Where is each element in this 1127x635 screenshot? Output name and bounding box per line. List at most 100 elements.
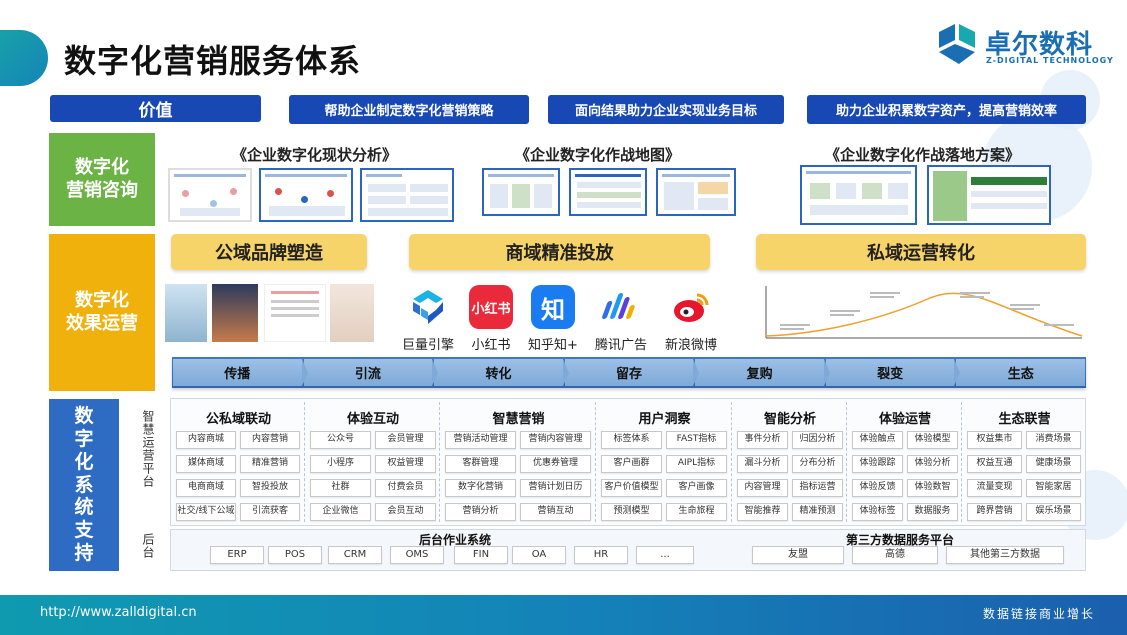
system-feature-cell: 归因分析: [792, 431, 843, 449]
third-party-title: 第三方数据服务平台: [845, 533, 954, 547]
system-feature-cell: 体验反馈: [852, 479, 903, 497]
system-feature-cell: 精准预测: [792, 503, 843, 521]
zall-logo-icon: [939, 24, 975, 64]
value-item: 帮助企业制定数字化营销策略: [289, 95, 529, 124]
column-divider: [846, 402, 847, 522]
system-feature-cell: 智能家居: [1026, 479, 1081, 497]
system-feature-cell: 权益集市: [967, 431, 1022, 449]
app-juliang: 巨量引擎: [400, 285, 456, 353]
stage-item: 留存: [564, 359, 699, 386]
tencent-ads-icon: [599, 285, 643, 329]
page-title: 数字化营销服务体系: [64, 42, 362, 80]
doc-thumbnail: [168, 168, 252, 222]
system-feature-cell: 权益管理: [375, 455, 436, 473]
system-feature-cell: 内容商城: [176, 431, 236, 449]
logo-text: 卓尔数科: [985, 30, 1094, 60]
system-column-title: 智慧营销: [492, 412, 545, 427]
system-feature-cell: 精准营销: [240, 455, 300, 473]
private-domain-button: 私域运营转化: [756, 234, 1086, 270]
column-divider: [595, 402, 596, 522]
system-feature-cell: 体验分析: [907, 455, 958, 473]
system-feature-cell: 媒体商域: [176, 455, 236, 473]
system-feature-cell: 权益互通: [967, 455, 1022, 473]
public-brand-button: 公域品牌塑造: [171, 234, 367, 270]
app-zhihu: 知 知乎知+: [525, 285, 581, 353]
system-column-title: 公私域联动: [205, 412, 271, 427]
consulting-label-line: 营销咨询: [66, 179, 138, 201]
system-feature-cell: 客群管理: [445, 455, 516, 473]
app-label: 新浪微博: [664, 338, 717, 353]
app-label: 小红书: [471, 338, 511, 353]
app-label: 巨量引擎: [401, 338, 454, 353]
system-feature-cell: 体验模型: [907, 431, 958, 449]
operations-label: 数字化效果运营: [49, 234, 155, 391]
value-label: 价值: [50, 95, 261, 122]
system-feature-cell: 娱乐场景: [1026, 503, 1081, 521]
system-feature-cell: 营销互动: [520, 503, 591, 521]
stage-item: 转化: [434, 359, 569, 386]
app-tencent-ads: 腾讯广告: [593, 285, 649, 353]
stage-item: 传播: [173, 359, 308, 386]
title-tab-decor: [0, 30, 48, 86]
system-feature-cell: 营销活动管理: [445, 431, 516, 449]
system-feature-cell: 公众号: [310, 431, 371, 449]
system-feature-cell: 客户价值模型: [601, 479, 662, 497]
app-weibo: 新浪微博: [663, 285, 719, 353]
system-feature-cell: 体验数智: [907, 479, 958, 497]
app-xiaohongshu: 小红书 小红书: [463, 285, 519, 353]
platform-vertical-label: 智慧运营平台: [141, 410, 155, 488]
footer-bar: [0, 595, 1127, 635]
brand-photo: [264, 284, 326, 342]
logo-subtext: Z-DIGITAL TECHNOLOGY: [986, 56, 1114, 65]
system-feature-cell: 营销内容管理: [520, 431, 591, 449]
weibo-icon: [669, 285, 713, 329]
system-column-title: 生态联营: [998, 412, 1051, 427]
system-feature-cell: FAST指标: [666, 431, 727, 449]
system-feature-cell: 社交/线下公域: [176, 503, 236, 521]
system-feature-cell: 跨界营销: [967, 503, 1022, 521]
system-feature-cell: 会员管理: [375, 431, 436, 449]
doc-thumbnail: [656, 168, 736, 216]
system-column-title: 体验互动: [346, 412, 399, 427]
system-feature-cell: 标签体系: [601, 431, 662, 449]
third-party-item: 其他第三方数据: [946, 546, 1064, 564]
operations-label-line: 数字化: [75, 290, 129, 311]
system-column-title: 用户洞察: [638, 412, 691, 427]
system-column-title: 智能分析: [763, 412, 816, 427]
doc-title: 《企业数字化现状分析》: [232, 146, 398, 164]
system-feature-cell: 小程序: [310, 455, 371, 473]
zhihu-icon: 知: [531, 285, 575, 329]
backend-system-item: OA: [512, 546, 566, 564]
backend-system-item: ERP: [210, 546, 264, 564]
system-feature-cell: 优惠券管理: [520, 455, 591, 473]
doc-title: 《企业数字化作战落地方案》: [825, 146, 1021, 164]
system-feature-cell: 付费会员: [375, 479, 436, 497]
system-feature-cell: 流量变现: [967, 479, 1022, 497]
system-label-text: 数字化系统支持: [74, 405, 94, 564]
doc-thumbnail: [569, 168, 647, 216]
system-feature-cell: 漏斗分析: [737, 455, 788, 473]
backend-system-item: CRM: [328, 546, 382, 564]
juliang-engine-icon: [406, 285, 450, 329]
system-feature-cell: 企业微信: [310, 503, 371, 521]
footer-slogan: 数据链接商业增长: [983, 607, 1096, 621]
backend-system-item: HR: [574, 546, 628, 564]
lifecycle-stage-bar: 传播 引流 转化 留存 复购 裂变 生态: [172, 357, 1086, 388]
system-feature-cell: 数字化营销: [445, 479, 516, 497]
app-label: 知乎知+: [528, 338, 578, 353]
stage-item: 复购: [695, 359, 830, 386]
doc-title: 《企业数字化作战地图》: [515, 146, 681, 164]
system-feature-cell: 客户画像: [666, 479, 727, 497]
value-item: 面向结果助力企业实现业务目标: [548, 95, 784, 124]
backend-system-item: POS: [268, 546, 322, 564]
brand-photo: [330, 284, 374, 342]
consulting-label-line: 数字化: [75, 157, 129, 178]
system-feature-cell: 智投投放: [240, 479, 300, 497]
column-divider: [439, 402, 440, 522]
brand-photo: [212, 284, 258, 342]
system-feature-cell: 内容管理: [737, 479, 788, 497]
stage-item: 引流: [303, 359, 438, 386]
system-feature-cell: 健康场景: [1026, 455, 1081, 473]
backend-vertical-label: 后台: [141, 533, 155, 559]
system-feature-cell: 引流获客: [240, 503, 300, 521]
